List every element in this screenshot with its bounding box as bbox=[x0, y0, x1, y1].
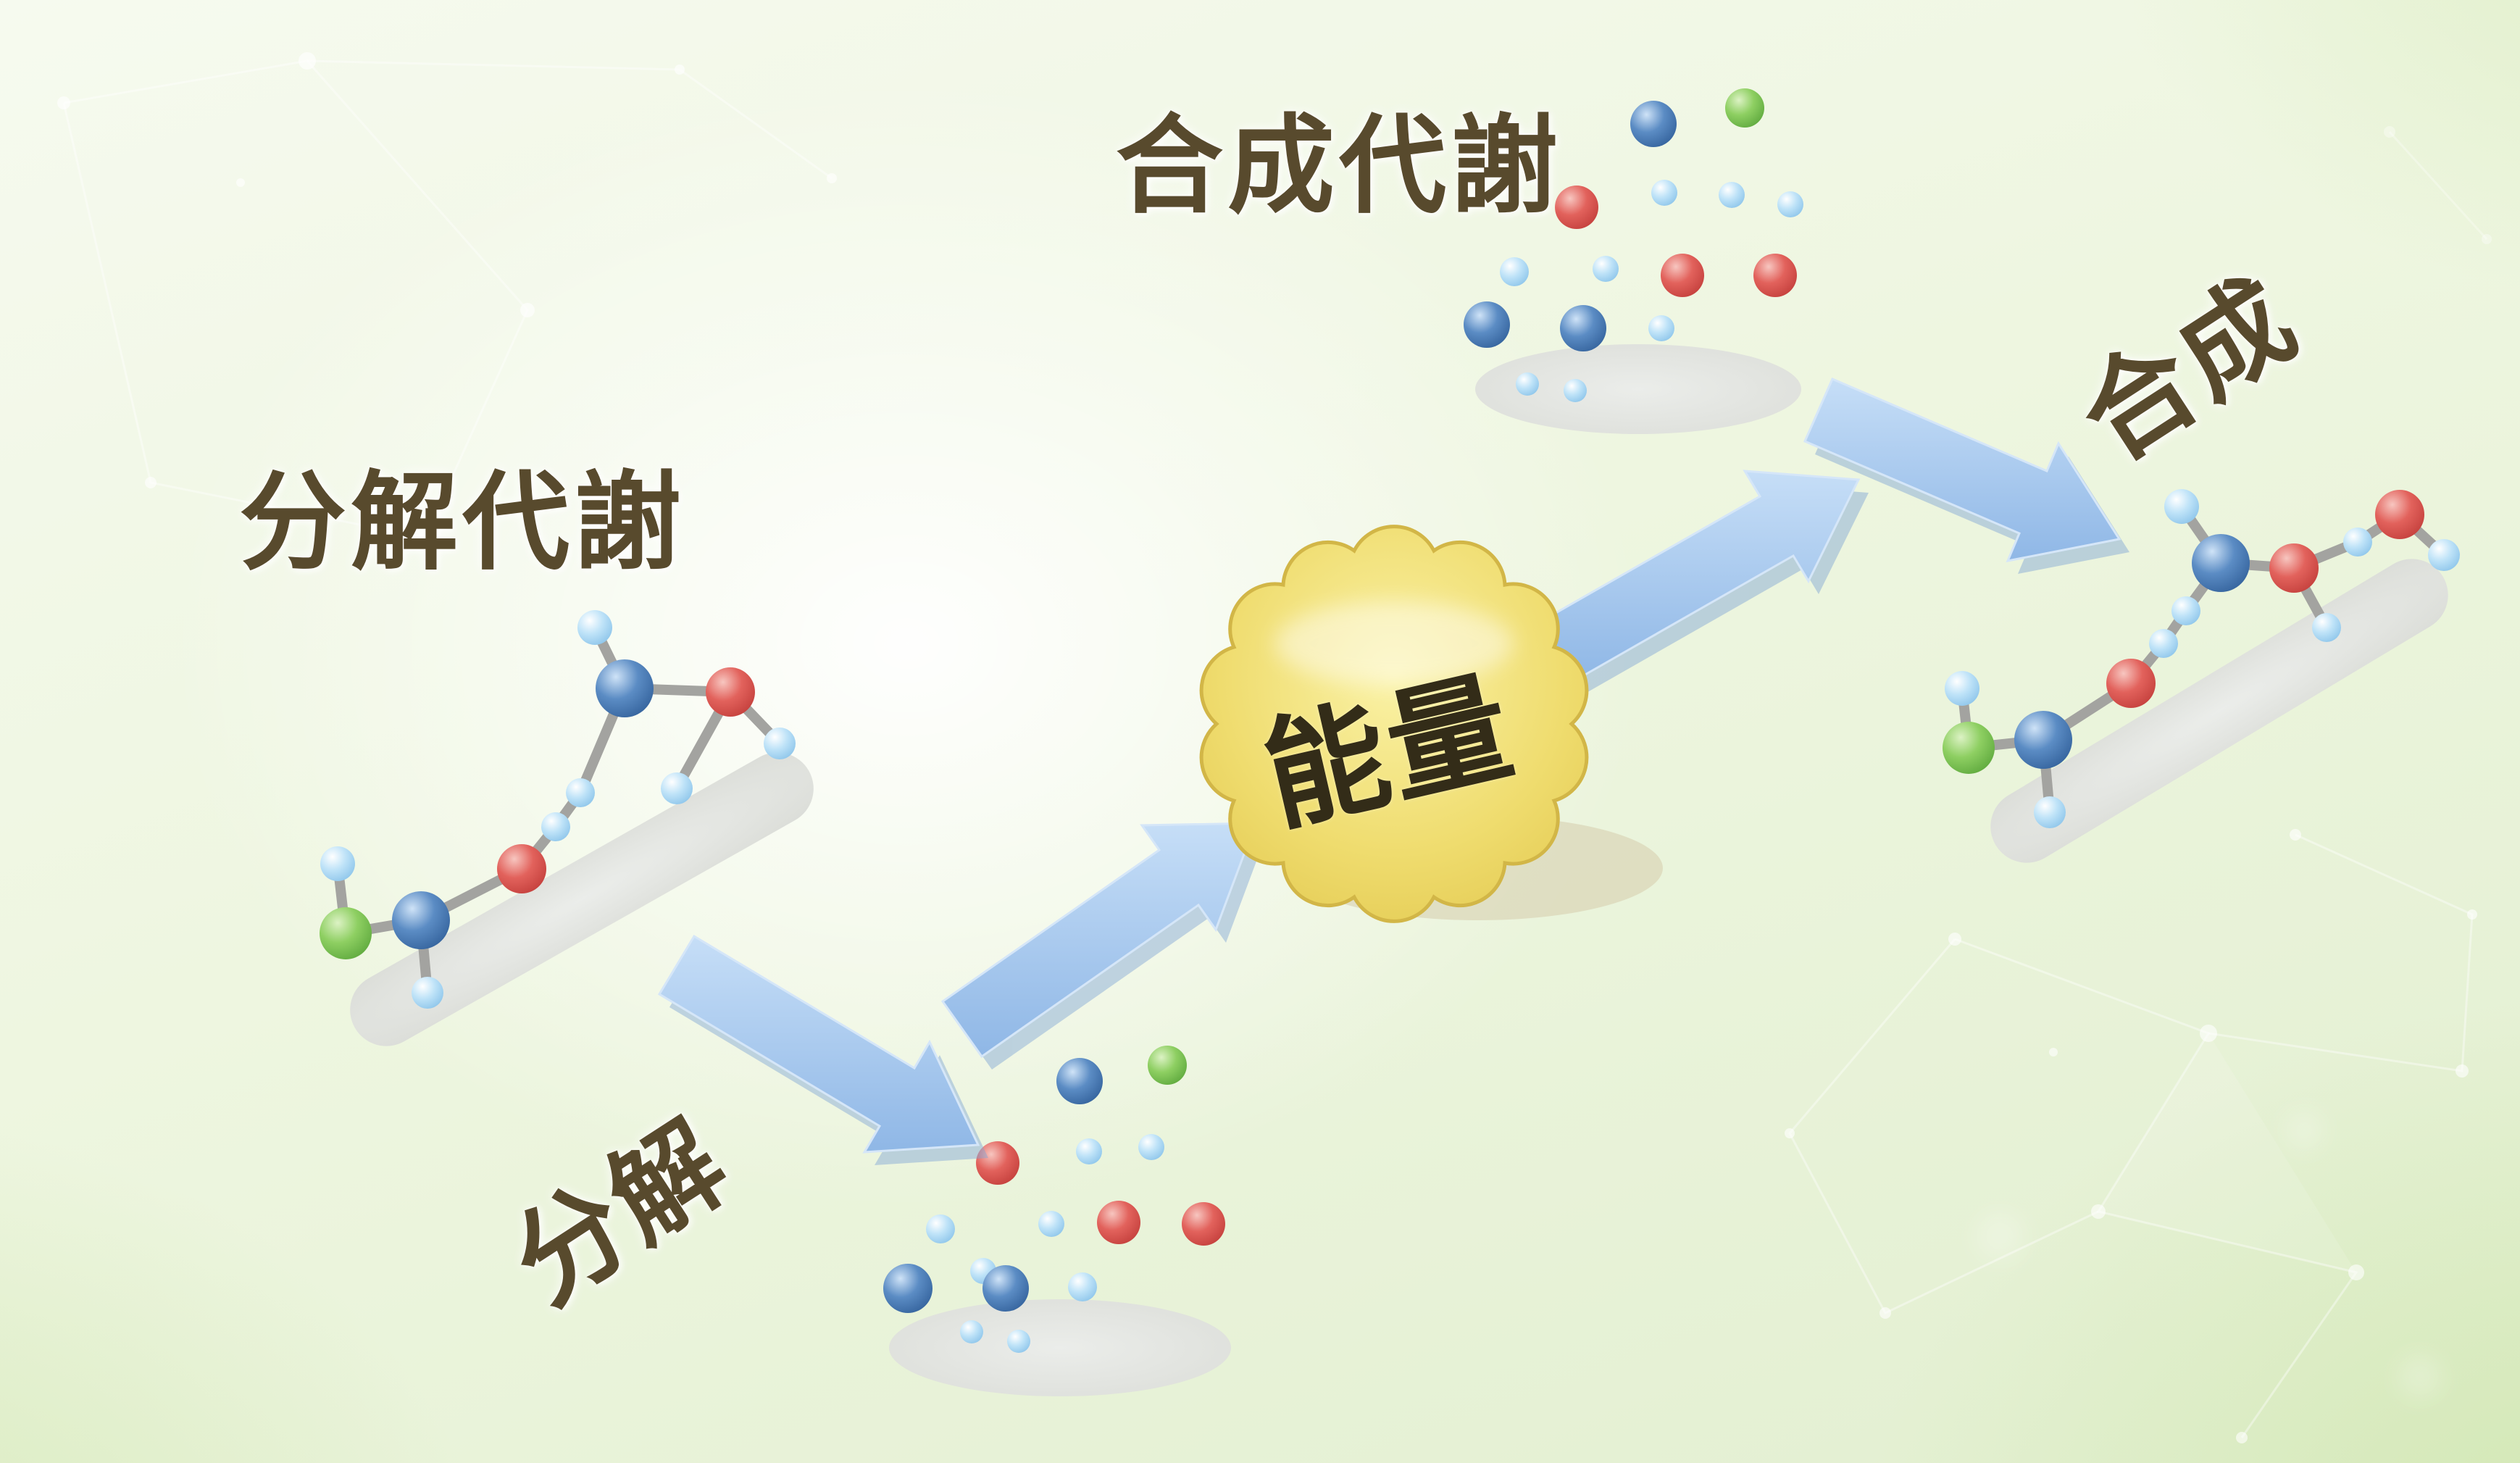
atom bbox=[1068, 1272, 1097, 1301]
atom bbox=[1056, 1058, 1103, 1104]
atom bbox=[1648, 315, 1674, 341]
atom bbox=[497, 844, 546, 893]
atom bbox=[1464, 301, 1510, 348]
atom bbox=[541, 812, 570, 841]
atom bbox=[1148, 1046, 1187, 1085]
label-catabolism: 分解代謝 bbox=[239, 463, 685, 583]
constellation-pattern bbox=[57, 52, 2492, 1443]
atom bbox=[661, 772, 693, 804]
atom bbox=[320, 907, 372, 959]
atom bbox=[1007, 1330, 1030, 1353]
atom bbox=[2343, 528, 2372, 557]
atom bbox=[1945, 671, 1979, 706]
arrow-from-energy-icon bbox=[1539, 470, 1860, 683]
atom bbox=[1500, 257, 1529, 286]
molecule-cluster-bottom bbox=[883, 1046, 1231, 1396]
atom bbox=[2164, 489, 2199, 524]
atom bbox=[1555, 186, 1598, 229]
atom bbox=[577, 610, 612, 645]
arrow-decompose-icon bbox=[658, 935, 980, 1154]
atom bbox=[2312, 613, 2341, 642]
atom bbox=[1719, 182, 1745, 208]
atom bbox=[960, 1320, 983, 1343]
atom bbox=[2375, 490, 2424, 539]
atom bbox=[412, 977, 443, 1009]
atom bbox=[926, 1214, 955, 1243]
arrow-to-energy-icon bbox=[941, 822, 1257, 1058]
atom bbox=[1182, 1202, 1225, 1246]
badge-gloss bbox=[1274, 601, 1514, 685]
atom bbox=[1138, 1134, 1164, 1160]
molecule-chain-right bbox=[1943, 489, 2460, 863]
atom bbox=[1943, 722, 1995, 774]
label-anabolism: 合成代謝 bbox=[1116, 107, 1562, 226]
atom bbox=[1560, 305, 1606, 351]
atom bbox=[1516, 372, 1539, 396]
atom bbox=[1038, 1211, 1064, 1237]
atom bbox=[392, 891, 450, 949]
atom bbox=[1564, 379, 1587, 402]
atom bbox=[2034, 796, 2066, 828]
atom bbox=[2192, 534, 2250, 592]
atom bbox=[2428, 539, 2460, 571]
platform-top bbox=[1475, 344, 1801, 434]
atom bbox=[2171, 596, 2200, 625]
atom bbox=[883, 1264, 933, 1313]
atom bbox=[1076, 1138, 1102, 1164]
platform-bottom bbox=[889, 1299, 1231, 1396]
atom bbox=[1777, 191, 1803, 217]
atom bbox=[1651, 180, 1677, 206]
atom bbox=[976, 1141, 1019, 1185]
atom bbox=[566, 778, 595, 807]
atom bbox=[320, 846, 355, 881]
energy-badge bbox=[1199, 525, 1663, 923]
atom bbox=[982, 1265, 1029, 1312]
molecule-cluster-top bbox=[1464, 88, 1803, 434]
constellation-dots bbox=[57, 52, 2492, 1443]
platform-left bbox=[350, 752, 814, 1046]
atom bbox=[1097, 1201, 1140, 1244]
atom bbox=[2014, 711, 2072, 769]
atom bbox=[2149, 629, 2178, 658]
atom bbox=[1753, 254, 1797, 297]
atom bbox=[764, 728, 796, 759]
molecule-chain-left bbox=[320, 610, 814, 1046]
atom bbox=[1630, 101, 1677, 147]
atom bbox=[2106, 659, 2156, 708]
atom bbox=[1661, 254, 1704, 297]
atom bbox=[596, 659, 654, 717]
atom bbox=[2269, 543, 2319, 593]
atom bbox=[1593, 256, 1619, 282]
atom bbox=[706, 667, 755, 717]
atom bbox=[1725, 88, 1764, 128]
